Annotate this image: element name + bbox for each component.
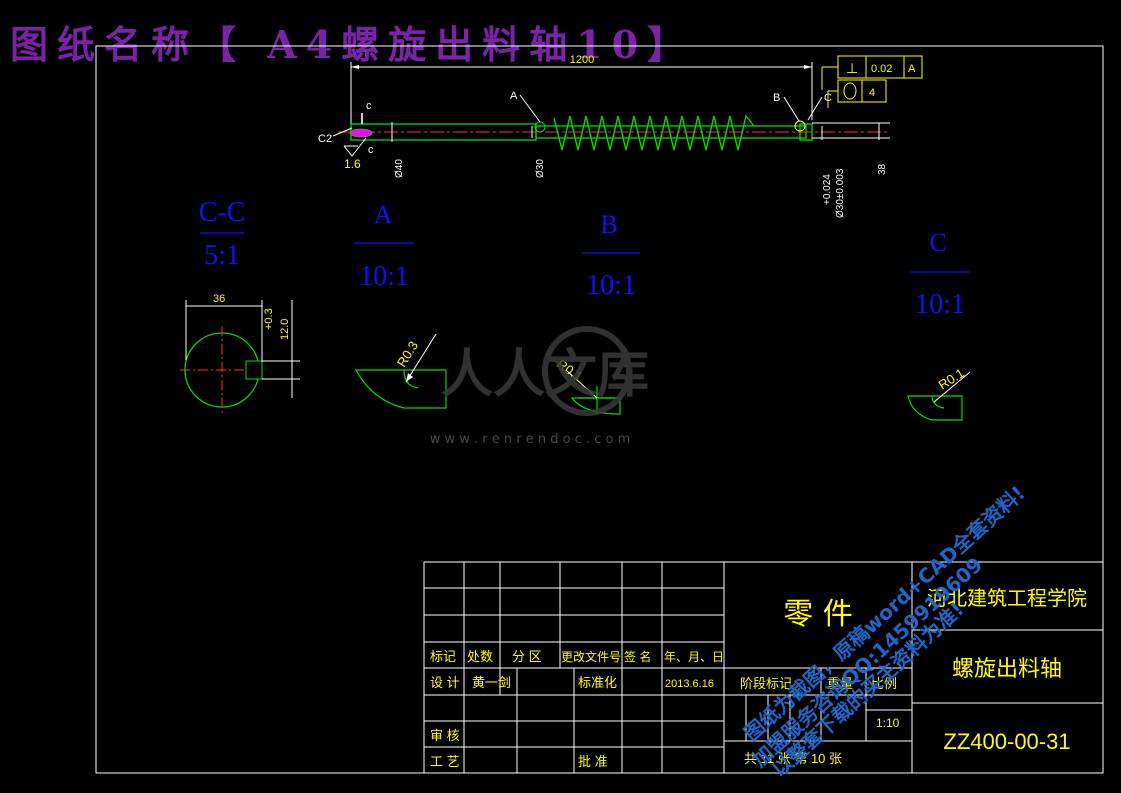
drawing-title-banner: 图纸名称【 A4螺旋出料轴10】 [10,22,695,67]
main-shaft-view: 1200 C2 c c 1.6 Ø40 Ø30 A [318,54,890,218]
detail-c-scale: 10:1 [915,289,965,320]
dia-30-tol-dim: Ø30±0.003 [835,168,846,218]
row-process: 工 艺 [430,754,460,769]
detail-view-c: C 10:1 R0.1 [907,228,971,421]
row-designer: 黄一剑 [472,675,511,690]
tol-plus-dim: +0.024 [822,174,833,205]
watermark-logo-ring [542,326,632,416]
title-block-text: 标记 处数 分 区 更改文件号 签 名 年、月、日 设 计 黄一剑 标准化 20… [430,586,1087,769]
detail-c-label: C [929,228,946,257]
overall-length-dim: 1200 [570,54,594,66]
detail-label-a: A [510,90,518,102]
detail-c-radius: R0.1 [936,365,967,392]
detail-b-label: B [600,210,617,239]
header-mark: 标记 [430,649,456,664]
row-design: 设 计 [430,675,460,690]
part-name: 螺旋出料轴 [952,657,1062,682]
spiral-flight [553,114,755,151]
weight-label: 重量 [827,676,853,691]
scale-value: 1:10 [876,716,900,730]
watermark-url: w w w . r e n r e n d o c . c o m [430,432,631,447]
section-mark-c-bottom: c [368,144,374,156]
ratio-label: 比例 [871,676,897,691]
section-cc-depth: 12.0 [279,319,291,340]
detail-view-a: A 10:1 R0.3 [354,200,447,409]
perpendicularity-symbol: ⊥ [846,60,858,76]
section-view-cc: C-C 5:1 36 +0.3 12.0 [180,197,300,414]
header-doc-no: 更改文件号 [561,649,621,664]
detail-b-scale: 10:1 [586,270,636,301]
drawing-number: ZZ400-00-31 [943,729,1070,754]
header-zone: 分 区 [512,649,542,664]
section-cc-scale: 5:1 [204,240,240,271]
row-approve: 批 准 [578,754,608,769]
watermark: 人人文库 w w w . r e n r e n d o c . c o m [430,326,649,447]
stage-label: 阶段标记 [740,676,792,691]
dia-40-dim: Ø40 [394,159,405,178]
school-name: 河北建筑工程学院 [927,586,1087,610]
part-label: 零 件 [783,597,853,632]
detail-a-scale: 10:1 [359,261,409,292]
header-sign: 签 名 [624,649,651,664]
row-review: 审 核 [430,728,460,743]
row-design-date: 2013.6.16 [665,678,714,690]
header-date: 年、月、日 [664,650,724,664]
section-mark-c-top: c [366,100,372,112]
chamfer-label: C2 [318,133,332,145]
watermark-logo: 人人文库 [441,345,649,405]
sheets-info: 共 11 张 第 10 张 [744,751,842,766]
section-cc-label: C-C [199,197,246,228]
detail-a-label: A [374,200,393,229]
roughness-value: 1.6 [344,157,361,171]
section-cc-width: 36 [213,293,225,305]
perpendicularity-value: 0.02 [871,63,892,75]
datum-label: A [908,63,916,75]
detail-label-b: B [773,92,780,104]
dia-30-dim: Ø30 [535,159,546,178]
geometric-tolerance-frame: ⊥ 0.02 A 4 [821,55,923,108]
header-count: 处数 [467,649,493,664]
cylindricity-value: 4 [869,87,875,99]
title-block [423,561,1104,774]
section-cc-tol: +0.3 [263,308,275,330]
len-38-dim: 38 [877,163,888,175]
row-standard: 标准化 [578,675,617,690]
